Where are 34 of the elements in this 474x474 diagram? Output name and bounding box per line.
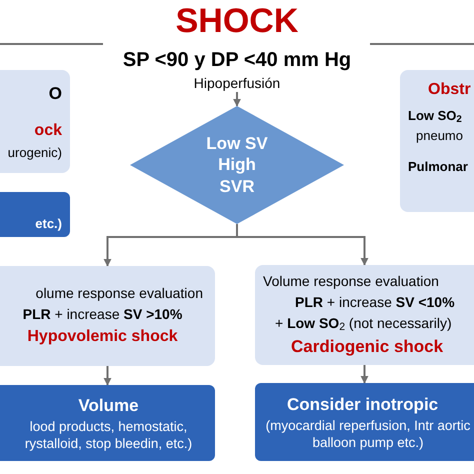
box-text: pneumo: [415, 126, 463, 145]
box-text: Hypovolemic shock: [26, 327, 178, 347]
box-text: Consider inotropic: [286, 394, 438, 416]
category-box: [400, 70, 474, 212]
node-text: Hipoperfusión: [194, 74, 280, 93]
treatment-box: [0, 192, 70, 237]
subtitle: SP <90 y DP <40 mm Hg: [122, 48, 352, 73]
box-text: Volume response evaluation: [263, 272, 439, 291]
treatment-box: [0, 385, 215, 461]
box-text: ock: [34, 120, 62, 140]
box-text: Low SV High SVR: [205, 133, 269, 197]
evaluation-box: [0, 266, 215, 366]
arrow: [360, 365, 368, 384]
treatment-box: [255, 383, 474, 461]
box-text: olume response evaluation: [36, 284, 203, 303]
box-text: + Low SO$_{2}$ (not necessarily): [274, 314, 452, 334]
box-text: (myocardial reperfusion, Intr aortic balloon pump etc.): [264, 418, 472, 452]
box-text: PLR + increase SV <10%: [294, 292, 455, 312]
box-text: Low SO$_{2}$: [408, 107, 462, 126]
arrow: [233, 92, 241, 107]
arrow: [236, 224, 368, 266]
box-text: Cardiogenic shock: [290, 336, 444, 358]
box-text: Volume: [78, 395, 139, 418]
box-text: urogenic): [8, 144, 62, 162]
box-text: Obstr: [427, 80, 471, 100]
category-box: [0, 70, 70, 173]
title: SHOCK: [174, 1, 300, 42]
evaluation-box: [255, 265, 474, 365]
box-text: etc.): [35, 214, 62, 233]
box-text: Pulmonar: [408, 158, 468, 176]
box-text: PLR + increase SV >10%: [22, 305, 182, 324]
box-text: O: [48, 83, 62, 105]
box-text: lood products, hemostatic, rystalloid, stop bleedin, etc.): [24, 418, 194, 453]
arrow: [104, 366, 112, 386]
